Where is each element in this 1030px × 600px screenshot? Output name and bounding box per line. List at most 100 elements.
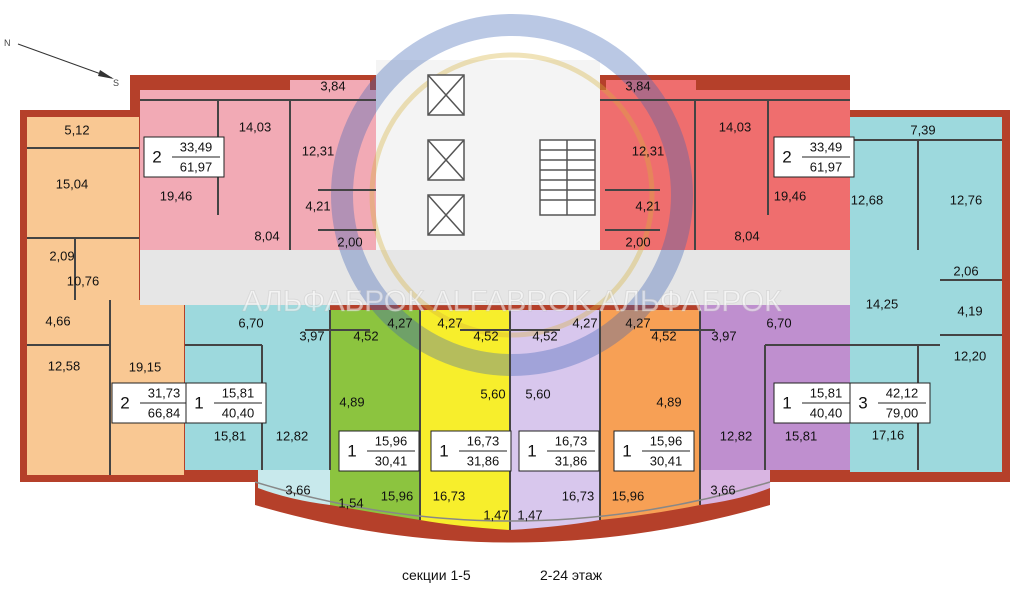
apartment-info-boxes: 233,4961,97233,4961,97231,7366,84115,814… — [111, 136, 931, 472]
apartment-info-box: 1 16,73 31,86 — [430, 430, 512, 472]
room-area-label: 6,70 — [238, 315, 263, 330]
room-area-label: 4,27 — [572, 315, 597, 330]
room-area-label: 19,15 — [129, 359, 162, 374]
room-area-label: 2,06 — [953, 263, 978, 278]
room-area-label: 4,52 — [651, 328, 676, 343]
room-area-label: 15,96 — [612, 488, 645, 503]
corridor — [140, 250, 850, 305]
room-area-label: 4,52 — [532, 328, 557, 343]
apartment-room-count: 1 — [527, 441, 536, 460]
room-area-label: 4,27 — [437, 315, 462, 330]
compass: N S — [4, 38, 119, 88]
apartment-room-count: 2 — [782, 147, 791, 166]
apartment-living-area: 42,12 — [886, 385, 919, 400]
room-area-label: 14,25 — [866, 296, 899, 311]
floors-caption: 2-24 этаж — [540, 567, 603, 583]
room-area-label: 4,89 — [339, 394, 364, 409]
room-area-label: 16,73 — [433, 488, 466, 503]
room-area-label: 10,76 — [67, 273, 100, 288]
room-area-label: 12,20 — [954, 348, 987, 363]
apartment-info-box: 1 15,96 30,41 — [613, 430, 695, 472]
room-area-label: 12,82 — [276, 428, 309, 443]
apartment-info-box: 2 33,49 61,97 — [773, 136, 855, 178]
watermark-text: АЛЬФАБРОК ALFABROK АЛЬФАБРОК — [242, 285, 782, 318]
room-area-label: 4,66 — [45, 313, 70, 328]
apartment-living-area: 15,96 — [375, 433, 408, 448]
room-area-label: 12,76 — [950, 192, 983, 207]
room-area-label: 3,97 — [711, 328, 736, 343]
room-area-label: 6,70 — [766, 315, 791, 330]
room-area-label: 5,12 — [64, 122, 89, 137]
room-area-label: 3,66 — [710, 482, 735, 497]
room-area-label: 3,97 — [299, 328, 324, 343]
compass-south-label: S — [113, 78, 119, 88]
apartment-total-area: 31,86 — [467, 453, 500, 468]
compass-north-label: N — [4, 38, 11, 48]
room-area-label: 12,58 — [48, 358, 81, 373]
room-area-label: 16,73 — [562, 488, 595, 503]
apartment-living-area: 15,81 — [222, 385, 255, 400]
watermark-emblem — [331, 14, 693, 376]
apartment-room-count: 1 — [194, 393, 203, 412]
apartment-living-area: 15,81 — [810, 385, 843, 400]
room-area-label: 12,68 — [851, 192, 884, 207]
room-labels: 5,12 15,04 2,09 10,76 4,66 12,58 19,15 3,84 14,0… — [45, 78, 986, 522]
room-area-label: 4,21 — [305, 198, 330, 213]
room-area-label: 4,19 — [957, 303, 982, 318]
room-area-label: 15,04 — [56, 176, 89, 191]
apartment-room-count: 1 — [439, 441, 448, 460]
apartment-total-area: 66,84 — [148, 405, 181, 420]
apartment-info-box: 2 31,73 66,84 — [111, 382, 193, 424]
apartment-total-area: 61,97 — [180, 159, 213, 174]
room-area-label: 3,84 — [625, 78, 650, 93]
room-area-label: 12,31 — [632, 143, 665, 158]
apartment-total-area: 30,41 — [375, 453, 408, 468]
apartment-room-count: 2 — [152, 147, 161, 166]
room-area-label: 19,46 — [774, 188, 807, 203]
apartment-living-area: 33,49 — [810, 139, 843, 154]
apartment-living-area: 31,73 — [148, 385, 181, 400]
room-area-label: 19,46 — [160, 188, 193, 203]
room-area-label: 12,31 — [302, 143, 335, 158]
apartment-total-area: 40,40 — [222, 405, 255, 420]
room-area-label: 4,21 — [635, 198, 660, 213]
apartment-room-count: 1 — [782, 393, 791, 412]
apartment-total-area: 79,00 — [886, 405, 919, 420]
room-area-label: 14,03 — [719, 119, 752, 134]
apartment-info-box: 1 15,81 40,40 — [773, 382, 855, 424]
apartment-total-area: 40,40 — [810, 405, 843, 420]
apartment-total-area: 61,97 — [810, 159, 843, 174]
room-area-label: 1,47 — [483, 507, 508, 522]
interior-walls — [27, 99, 1002, 530]
apartment-living-area: 15,96 — [650, 433, 683, 448]
room-area-label: 12,82 — [720, 428, 753, 443]
room-area-label: 4,52 — [353, 328, 378, 343]
room-area-label: 1,54 — [338, 495, 363, 510]
room-area-label: 15,96 — [381, 488, 414, 503]
sections-caption: секции 1-5 — [402, 567, 471, 583]
room-area-label: 15,81 — [785, 428, 818, 443]
apartment-living-area: 16,73 — [467, 433, 500, 448]
room-area-label: 4,52 — [473, 328, 498, 343]
room-area-label: 1,47 — [517, 507, 542, 522]
room-area-label: 8,04 — [734, 228, 759, 243]
room-area-label: 5,60 — [480, 386, 505, 401]
apartment-total-area: 30,41 — [650, 453, 683, 468]
room-area-label: 4,27 — [625, 315, 650, 330]
room-area-label: 4,89 — [656, 394, 681, 409]
room-area-label: 17,16 — [872, 427, 905, 442]
apartment-left-top — [27, 117, 139, 247]
room-area-label: 14,03 — [239, 119, 272, 134]
apartment-room-count: 1 — [622, 441, 631, 460]
room-area-label: 7,39 — [910, 122, 935, 137]
apartment-room-count: 2 — [120, 393, 129, 412]
room-area-label: 2,09 — [49, 248, 74, 263]
room-area-label: 5,60 — [525, 386, 550, 401]
apartment-living-area: 16,73 — [555, 433, 588, 448]
apartment-yellow — [420, 310, 510, 530]
